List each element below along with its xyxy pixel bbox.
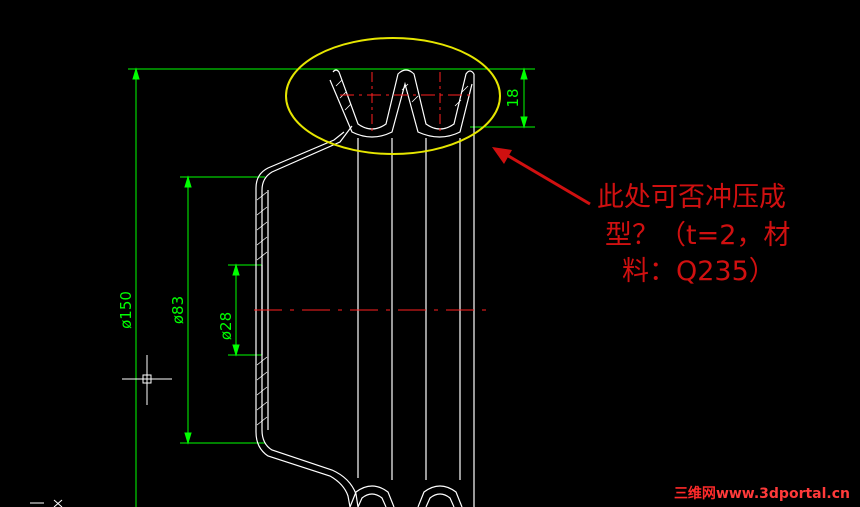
section-hatch [256,79,469,426]
watermark-url: www.3dportal.cn [715,486,850,502]
centerlines [254,72,486,311]
ucs-icon [30,499,63,507]
annotation-line-2: 型？（t=2，材 [605,220,791,251]
part-outline [255,69,475,507]
dim-outer-dia-label: ø150 [117,291,135,329]
crosshair-cursor [122,355,172,405]
highlight-ellipse [285,37,501,155]
dim-mid-dia-label: ø83 [169,296,187,324]
dimension-lines [128,67,535,507]
annotation-line-1: 此处可否冲压成 [597,182,786,213]
dim-inner-dia-label: ø28 [217,312,235,340]
site-watermark: 三维网www.3dportal.cn [674,483,850,503]
dim-height-label: 18 [504,88,522,107]
watermark-site-name: 三维网 [673,486,716,502]
annotation-line-3: 料：Q235） [622,256,776,287]
annotation-arrow [492,147,591,206]
